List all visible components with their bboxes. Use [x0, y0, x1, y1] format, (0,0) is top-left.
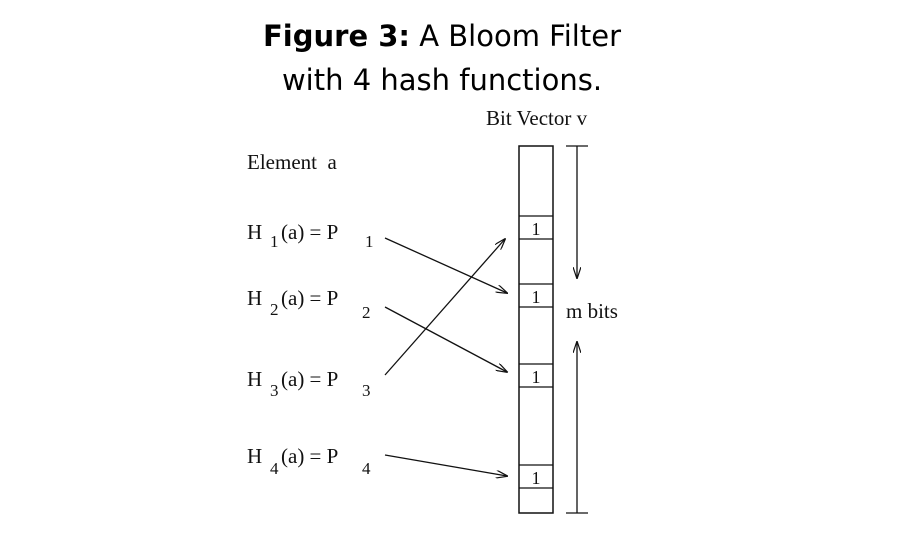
bit-cell-1: 1: [519, 215, 553, 240]
bit-vector: [518, 145, 554, 514]
hash-equals-p: (a) = P: [281, 367, 338, 391]
m-bits-label: m bits: [566, 299, 618, 323]
hash-subscript: 2: [270, 300, 279, 319]
hash-arrow-2: [384, 306, 507, 372]
caption-line-1: Figure 3: A Bloom Filter: [0, 14, 884, 58]
hash-equals-p: (a) = P: [281, 444, 338, 468]
hash-equals-p: (a) = P: [281, 286, 338, 310]
hash-function-4: H 4 (a) = P 4: [247, 444, 371, 478]
hash-arrow-4: [384, 454, 507, 476]
m-bits-dimension: [566, 145, 588, 514]
bit-value-3: 1: [532, 367, 541, 387]
bit-value-4: 1: [532, 468, 541, 488]
bit-value-1: 1: [532, 219, 541, 239]
bit-value-2: 1: [532, 287, 541, 307]
bit-cell-4: 1: [519, 464, 553, 489]
hash-equals-p: (a) = P: [281, 220, 338, 244]
hash-h: H: [247, 286, 262, 310]
position-subscript: 1: [365, 232, 374, 251]
position-subscript: 2: [362, 303, 371, 322]
caption-text-1: A Bloom Filter: [419, 19, 621, 53]
hash-subscript: 4: [270, 459, 279, 478]
caption-line-2: with 4 hash functions.: [281, 63, 603, 97]
hash-function-2: H 2 (a) = P 2: [247, 286, 371, 322]
position-subscript: 4: [362, 459, 371, 478]
bit-vector-label: Bit Vector v: [486, 106, 588, 130]
figure-caption: Figure 3: A Bloom Filter with 4 hash fun…: [0, 14, 884, 102]
hash-subscript: 3: [270, 381, 279, 400]
hash-arrow-1: [384, 237, 507, 293]
hash-function-1: H 1 (a) = P 1: [247, 220, 374, 251]
figure-label: Figure 3:: [262, 19, 410, 53]
bit-cell-2: 1: [519, 283, 553, 308]
hash-h: H: [247, 220, 262, 244]
hash-h: H: [247, 444, 262, 468]
position-subscript: 3: [362, 381, 371, 400]
hash-h: H: [247, 367, 262, 391]
hash-arrow-3: [384, 239, 505, 376]
hash-function-3: H 3 (a) = P 3: [247, 367, 371, 400]
element-label: Element a: [247, 150, 337, 174]
hash-subscript: 1: [270, 232, 279, 251]
bit-cell-3: 1: [519, 363, 553, 388]
